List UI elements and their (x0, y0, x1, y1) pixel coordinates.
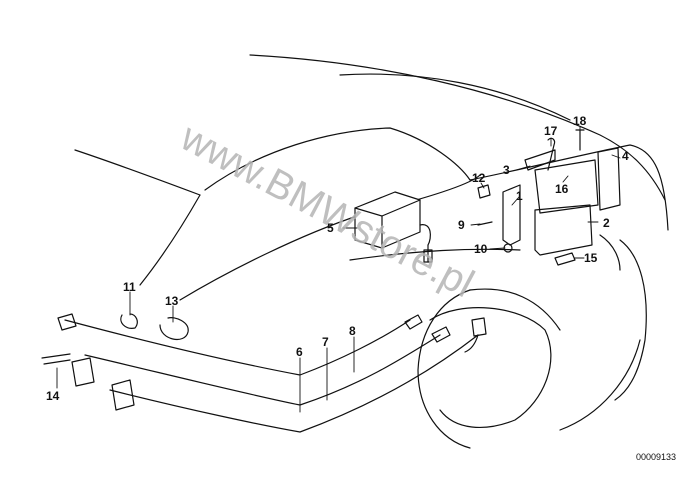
callout-12: 12 (472, 171, 486, 185)
ring-13 (159, 317, 189, 341)
callout-14: 14 (46, 389, 60, 403)
sleeve-15 (554, 252, 576, 266)
callout-4: 4 (622, 149, 629, 163)
callout-17: 17 (544, 124, 558, 138)
callout-13: 13 (165, 294, 179, 308)
label-14 (41, 353, 71, 365)
screw-18 (575, 129, 585, 151)
rear-window-lower (179, 174, 481, 301)
callout-group: 1 2 3 4 5 6 7 8 9 10 11 12 13 14 15 16 1… (46, 114, 629, 403)
lower-sill (349, 248, 521, 261)
rear-window-outline (204, 127, 471, 191)
side-pillar (139, 194, 201, 286)
connector-7 (431, 326, 451, 343)
wheel-arch (417, 289, 471, 449)
holder-14-a (71, 357, 95, 387)
plug-left (57, 313, 77, 331)
cable-8 (64, 319, 411, 376)
bracket-4 (597, 147, 621, 211)
c-pillar (74, 149, 201, 196)
bracket-2 (534, 204, 593, 256)
clip-11 (120, 313, 138, 329)
callout-5: 5 (327, 221, 334, 235)
bracket-1 (502, 184, 521, 246)
clip-12 (477, 184, 491, 199)
bracket-plate (534, 159, 599, 214)
cable-6-tail (464, 334, 479, 353)
screw-9 (477, 221, 493, 226)
callout-3: 3 (503, 163, 510, 177)
rear-window-top (339, 73, 571, 121)
wheel-arch-inner (469, 288, 561, 331)
callout-15: 15 (584, 251, 598, 265)
callout-16: 16 (555, 182, 569, 196)
holder-14-b (111, 379, 135, 411)
cable-7 (84, 334, 441, 406)
body-edge (599, 234, 621, 271)
bracket-assembly (477, 129, 621, 266)
callout-7: 7 (322, 335, 329, 349)
callout-11: 11 (123, 280, 136, 294)
bracket-17 (547, 137, 556, 171)
callout-18: 18 (573, 114, 587, 128)
cable-6 (109, 334, 479, 433)
tyre (429, 307, 552, 429)
connector-8 (404, 314, 423, 330)
connector-6 (471, 317, 487, 337)
rear-panel (614, 239, 647, 401)
callout-9: 9 (458, 218, 465, 232)
trunk-lid (469, 144, 669, 231)
roof-line (249, 54, 666, 201)
cable-set (64, 314, 487, 433)
callout-1: 1 (516, 189, 523, 203)
callout-10: 10 (474, 242, 488, 256)
callout-2: 2 (603, 216, 610, 230)
control-unit (354, 191, 433, 263)
callout-6: 6 (296, 345, 303, 359)
leader-lines (56, 126, 621, 413)
bumper-curve (559, 339, 641, 431)
document-number: 00009133 (635, 452, 676, 462)
callout-8: 8 (349, 324, 356, 338)
